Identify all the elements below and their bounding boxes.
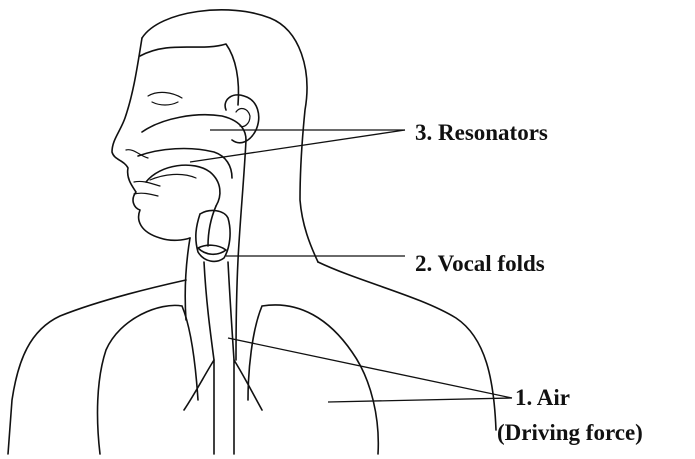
mouth [134,181,160,196]
neck-front [185,238,190,320]
vocal-folds-label: 2. Vocal folds [415,252,545,275]
shoulder-right [318,262,496,430]
air-label: 1. Air [515,386,570,409]
face-profile [112,38,190,240]
pharynx-back-wall [236,140,246,360]
eye [148,92,182,105]
lung-right [248,305,378,454]
lung-left [98,305,198,454]
hairline [140,44,239,105]
leader-air-lung [328,398,512,402]
palate [138,149,232,178]
leader-resonators-oral [190,130,405,162]
trachea [204,262,234,360]
pharynx-front-wall [208,206,216,246]
oral-cavity [150,174,196,180]
resonators-label: 3. Resonators [415,121,548,144]
vocal-folds [198,245,226,254]
nasal-cavity [142,115,246,140]
driving-force-label: (Driving force) [497,421,643,444]
